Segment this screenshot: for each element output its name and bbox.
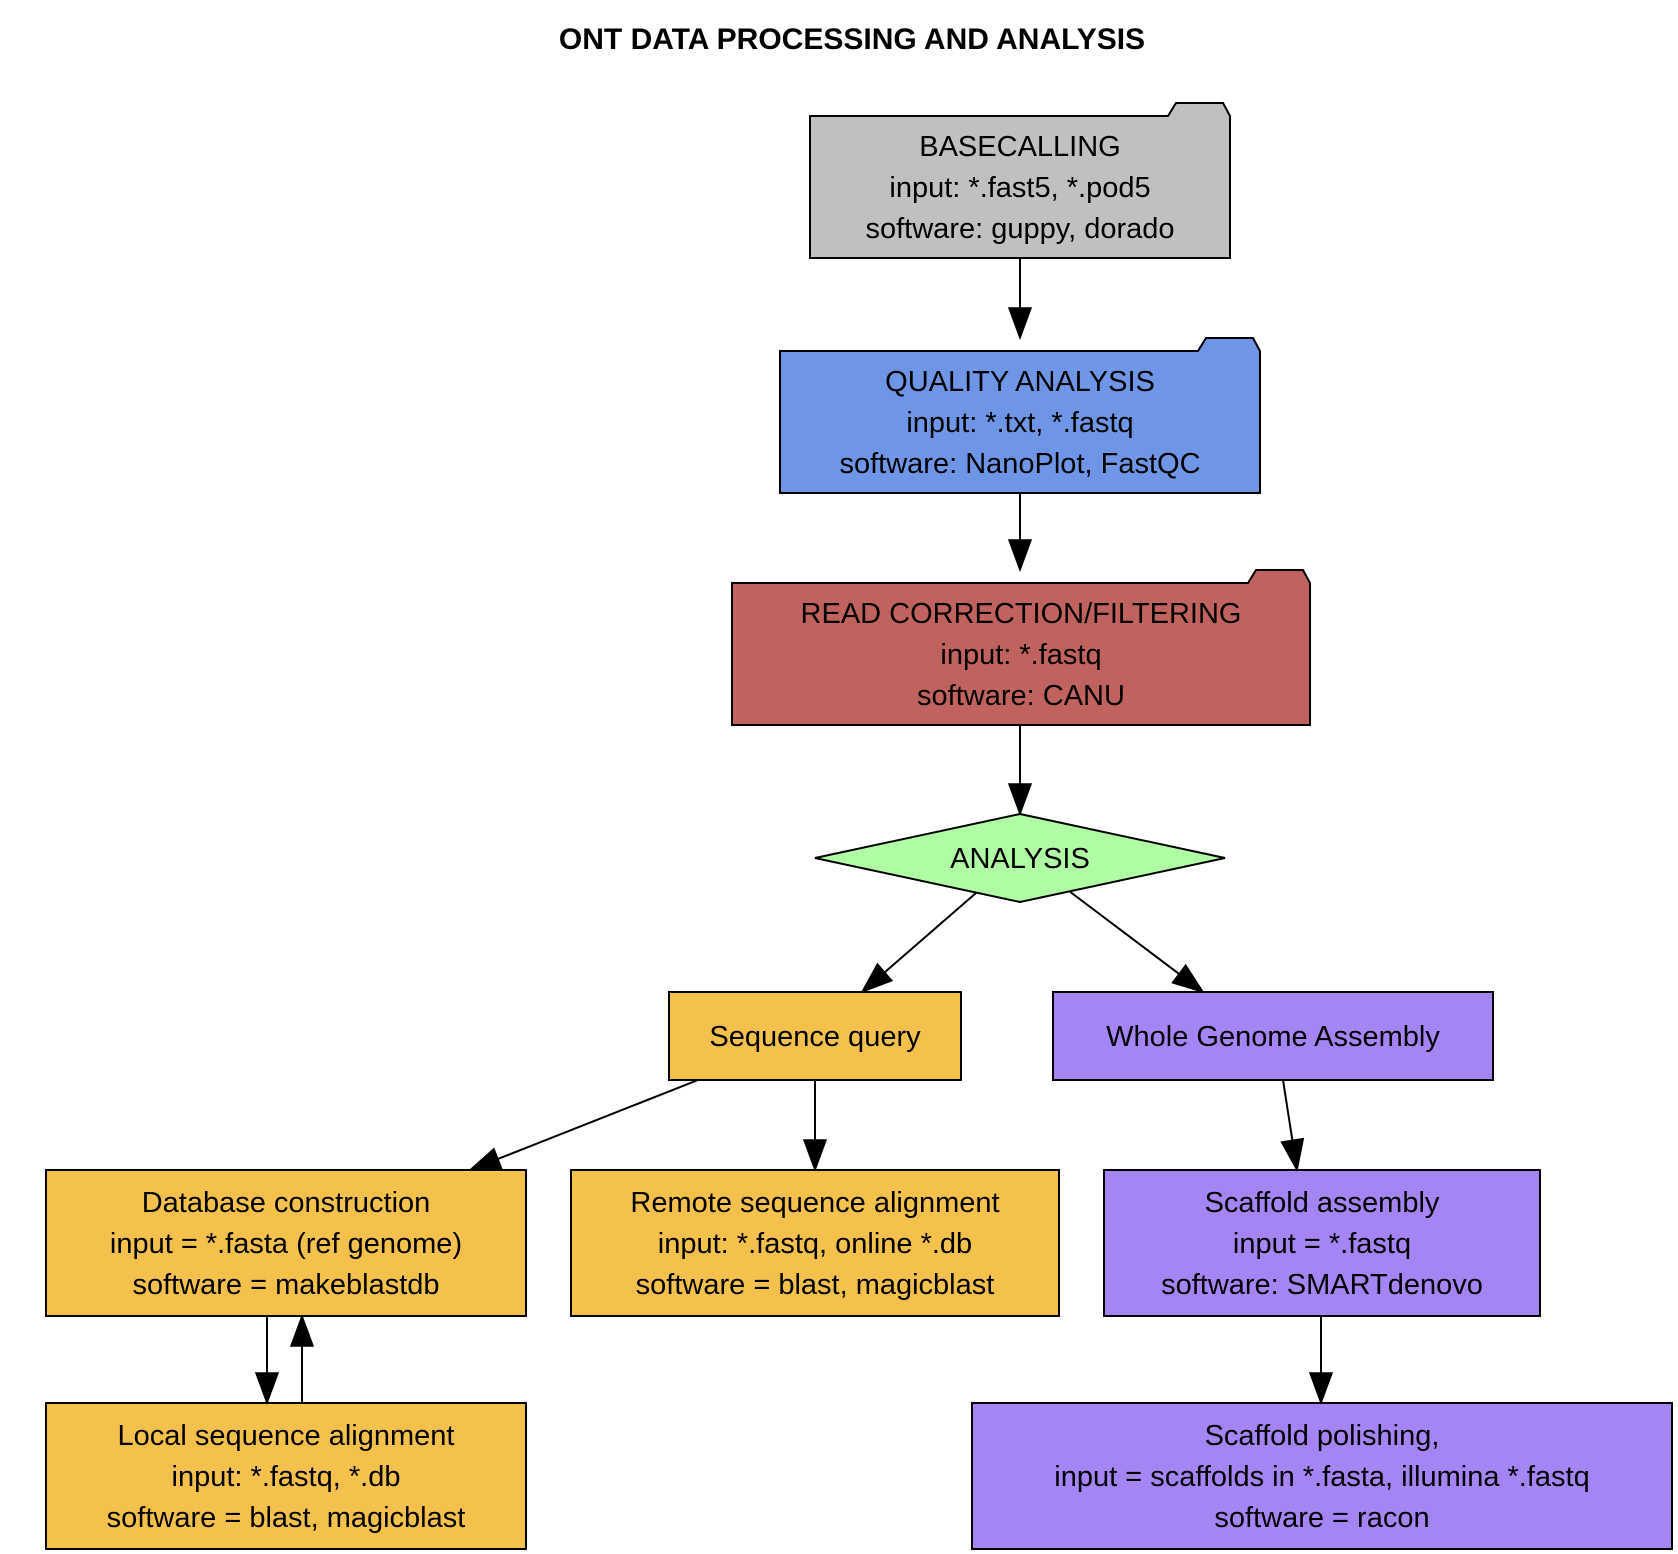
box-shape — [1052, 991, 1494, 1081]
node-scaffold-polishing: Scaffold polishing, input = scaffolds in … — [971, 1402, 1673, 1550]
node-remote-alignment: Remote sequence alignment input: *.fastq,… — [570, 1169, 1060, 1317]
node-read-correction: READ CORRECTION/FILTERING input: *.fastq s… — [731, 569, 1311, 726]
node-label-line: software = racon — [1214, 1502, 1429, 1534]
node-sequence-query: Sequence query — [668, 991, 962, 1081]
box-shape — [45, 1169, 527, 1317]
node-label-line: READ CORRECTION/FILTERING — [801, 598, 1242, 630]
node-label-line: software: NanoPlot, FastQC — [839, 448, 1200, 480]
edge-read-correction-to-analysis — [1007, 725, 1033, 817]
edge-sequence-query-to-remote-alignment — [802, 1080, 828, 1173]
box-shape — [668, 991, 962, 1081]
edge-line — [497, 1079, 699, 1160]
edge-line — [883, 892, 977, 974]
edge-analysis-to-sequence-query — [860, 892, 977, 994]
arrowhead-icon — [1007, 783, 1033, 817]
edge-database-construction-to-local-alignment — [254, 1316, 280, 1406]
node-quality: QUALITY ANALYSIS input: *.txt, *.fastq sof… — [779, 337, 1261, 494]
edge-analysis-to-whole-genome — [1068, 890, 1205, 994]
arrowhead-icon — [860, 962, 894, 994]
arrowhead-icon — [467, 1147, 504, 1171]
node-analysis: ANALYSIS — [814, 812, 1226, 904]
node-label-line: Scaffold assembly — [1205, 1187, 1440, 1219]
node-label-line: ANALYSIS — [950, 843, 1090, 875]
node-label-line: input = *.fasta (ref genome) — [110, 1228, 462, 1260]
box-shape — [1103, 1169, 1541, 1317]
box-shape — [45, 1402, 527, 1550]
node-label-line: Whole Genome Assembly — [1106, 1021, 1440, 1053]
edge-whole-genome-to-scaffold-assembly — [1280, 1079, 1305, 1173]
arrowhead-icon — [1007, 307, 1033, 341]
node-label-line: Scaffold polishing, — [1205, 1420, 1440, 1452]
node-label-line: Remote sequence alignment — [630, 1187, 999, 1219]
edge-line — [1282, 1079, 1294, 1141]
node-label-line: software = makeblastdb — [132, 1269, 439, 1301]
arrowhead-icon — [1308, 1372, 1334, 1406]
node-whole-genome: Whole Genome Assembly — [1052, 991, 1494, 1081]
node-label-line: input: *.txt, *.fastq — [906, 407, 1133, 439]
node-label-line: input: *.fastq — [940, 639, 1101, 671]
edge-basecalling-to-quality — [1007, 258, 1033, 341]
nodes: BASECALLING input: *.fast5, *.pod5 softwar… — [45, 102, 1673, 1550]
node-label-line: input: *.fastq, online *.db — [658, 1228, 972, 1260]
node-label-line: input = scaffolds in *.fasta, illumina *… — [1054, 1461, 1589, 1493]
folder-shape — [809, 102, 1231, 259]
arrowhead-icon — [1280, 1137, 1305, 1173]
edge-quality-to-read-correction — [1007, 493, 1033, 573]
node-local-alignment: Local sequence alignment input: *.fastq, … — [45, 1402, 527, 1550]
node-basecalling: BASECALLING input: *.fast5, *.pod5 softwar… — [809, 102, 1231, 259]
node-label-line: BASECALLING — [919, 131, 1120, 163]
node-label-line: software: SMARTdenovo — [1161, 1269, 1483, 1301]
arrowhead-icon — [1171, 963, 1205, 994]
arrowhead-icon — [289, 1313, 315, 1347]
node-label-line: input: *.fastq, *.db — [172, 1461, 401, 1493]
node-label-line: software: guppy, dorado — [866, 213, 1175, 245]
edge-line — [1068, 890, 1180, 975]
arrowhead-icon — [254, 1372, 280, 1406]
box-shape — [570, 1169, 1060, 1317]
node-label-line: input = *.fastq — [1233, 1228, 1411, 1260]
node-label-line: input: *.fast5, *.pod5 — [889, 172, 1150, 204]
folder-shape — [731, 569, 1311, 726]
node-label-line: Local sequence alignment — [118, 1420, 455, 1452]
node-label-line: software: CANU — [917, 680, 1125, 712]
node-label-line: software = blast, magicblast — [636, 1269, 995, 1301]
arrowhead-icon — [802, 1139, 828, 1173]
node-label-line: Database construction — [142, 1187, 431, 1219]
node-label-line: software = blast, magicblast — [107, 1502, 466, 1534]
box-shape — [971, 1402, 1673, 1550]
edge-scaffold-assembly-to-scaffold-polishing — [1308, 1316, 1334, 1406]
diagram-title: ONT DATA PROCESSING AND ANALYSIS — [559, 23, 1145, 56]
node-label-line: QUALITY ANALYSIS — [885, 366, 1155, 398]
node-scaffold-assembly: Scaffold assembly input = *.fastq software… — [1103, 1169, 1541, 1317]
edges — [254, 258, 1334, 1406]
edge-sequence-query-to-database-construction — [467, 1079, 699, 1171]
node-label-line: Sequence query — [709, 1021, 921, 1053]
arrowhead-icon — [1007, 539, 1033, 573]
folder-shape — [779, 337, 1261, 494]
decision-diamond — [814, 812, 1226, 904]
edge-local-alignment-to-database-construction — [289, 1313, 315, 1403]
node-database-construction: Database construction input = *.fasta (re… — [45, 1169, 527, 1317]
